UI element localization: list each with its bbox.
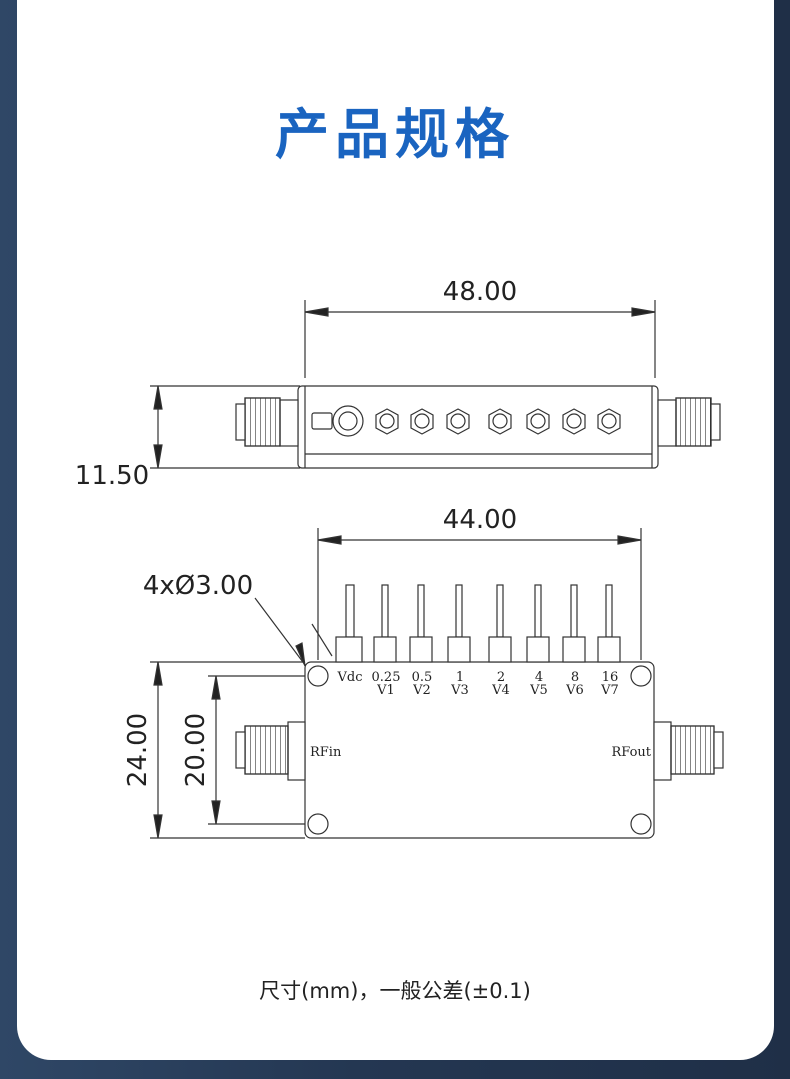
pin-label-v3: V3 bbox=[450, 683, 469, 698]
pin-value-v2: 0.5 bbox=[412, 670, 433, 685]
pin-value-v4: 2 bbox=[497, 670, 505, 685]
dim-hole-spacing: 20.00 bbox=[181, 713, 211, 787]
pin-value-v1: 0.25 bbox=[372, 670, 401, 685]
content-card bbox=[17, 0, 774, 1060]
dim-top-height: 11.50 bbox=[75, 461, 149, 491]
dim-hole-spec: 4xØ3.00 bbox=[143, 571, 253, 601]
port-label-rfin: RFin bbox=[310, 745, 342, 760]
front-view bbox=[150, 528, 724, 839]
pin-label-v7: V7 bbox=[600, 683, 619, 698]
pin-label-v1: V1 bbox=[376, 683, 395, 698]
pin-value-v3: 1 bbox=[456, 670, 464, 685]
dim-body-width: 24.00 bbox=[123, 713, 153, 787]
pin-label-v6: V6 bbox=[565, 683, 584, 698]
dim-body-length: 44.00 bbox=[443, 505, 517, 535]
pin-label-v4: V4 bbox=[491, 683, 510, 698]
page-title: 产品规格 bbox=[275, 103, 515, 166]
dim-top-length: 48.00 bbox=[443, 277, 517, 307]
pin-value-v5: 4 bbox=[535, 670, 543, 685]
pin-value-v6: 8 bbox=[571, 670, 579, 685]
top-view bbox=[150, 300, 721, 469]
pin-label-v5: V5 bbox=[529, 683, 548, 698]
dimension-caption: 尺寸(mm)，一般公差(±0.1) bbox=[259, 979, 531, 1003]
pin-label-v2: V2 bbox=[412, 683, 431, 698]
pin-label-vdc: Vdc bbox=[337, 670, 363, 685]
pin-value-v7: 16 bbox=[602, 670, 619, 685]
port-label-rfout: RFout bbox=[611, 745, 651, 760]
